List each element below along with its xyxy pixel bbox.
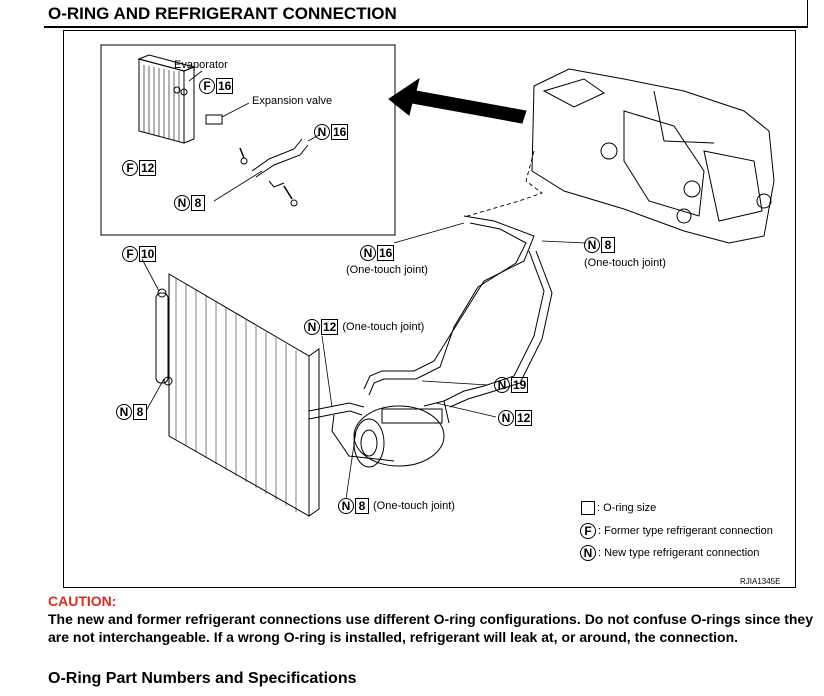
section-heading: O-RING AND REFRIGERANT CONNECTION	[48, 4, 397, 23]
legend-n-circle: N	[580, 545, 596, 561]
badge-n12-right: N 12	[498, 409, 533, 427]
leader-n16	[393, 222, 465, 244]
heading-rule	[44, 26, 808, 28]
n16-joint-note: (One-touch joint)	[346, 264, 428, 276]
caution-text: The new and former refrigerant connectio…	[48, 611, 813, 645]
compressor-drawing	[353, 400, 450, 468]
condenser-drawing	[155, 273, 320, 517]
legend-former-type: F : Former type refrigerant connection	[580, 523, 773, 539]
refrigerant-hoses	[308, 215, 553, 462]
badge-n16: N 16	[360, 244, 395, 262]
badge-n8-top: N 8	[584, 236, 615, 254]
figure-code: RJIA1345E	[740, 577, 781, 586]
leader-n19	[421, 380, 489, 386]
inset-frame	[100, 44, 396, 236]
callout-arrow	[388, 77, 527, 124]
expansion-valve-drawing	[205, 102, 250, 165]
badge-n8-bottom: N 8 (One-touch joint)	[338, 497, 455, 515]
legend-f-circle: F	[580, 523, 596, 539]
diagram-artwork	[100, 44, 775, 517]
leader-n8-bottom	[345, 430, 357, 500]
inset-pipes	[251, 138, 309, 207]
badge-f12: F 12	[122, 159, 157, 177]
leader-n12-right	[435, 402, 497, 418]
evaporator-drawing	[137, 54, 196, 144]
expansion-valve-label: Expansion valve	[252, 95, 333, 107]
subsection-heading: O-Ring Part Numbers and Specifications	[48, 670, 357, 687]
caution-label: CAUTION:	[48, 593, 117, 609]
badge-n8-inset: N 8	[174, 194, 205, 212]
heater-unit-drawing	[531, 68, 775, 244]
leader-n8-top	[541, 240, 587, 244]
refrigerant-diagram: Evaporator Expansion valve F 16 F 12 N 1…	[63, 30, 796, 588]
badge-f10: F 10	[122, 245, 157, 263]
badge-n19: N 19	[494, 376, 529, 394]
evaporator-leader	[188, 70, 203, 82]
legend-square-icon	[581, 501, 595, 515]
n8-joint-note: (One-touch joint)	[584, 257, 666, 269]
evaporator-label: Evaporator	[174, 59, 228, 71]
dashed-link	[463, 150, 543, 218]
legend-oring-size: : O-ring size	[581, 501, 656, 515]
page-edge-rule	[807, 0, 808, 26]
inset-leader-n8	[213, 170, 263, 202]
badge-n16-inset: N 16	[314, 123, 349, 141]
leader-f10	[141, 258, 160, 292]
badge-n8-left: N 8	[116, 403, 147, 421]
badge-f16: F 16	[199, 77, 234, 95]
legend-new-type: N : New type refrigerant connection	[580, 545, 759, 561]
badge-n12-mid: N 12 (One-touch joint)	[304, 318, 424, 336]
leader-n8-left	[145, 378, 165, 412]
leader-n12-mid	[321, 335, 333, 408]
